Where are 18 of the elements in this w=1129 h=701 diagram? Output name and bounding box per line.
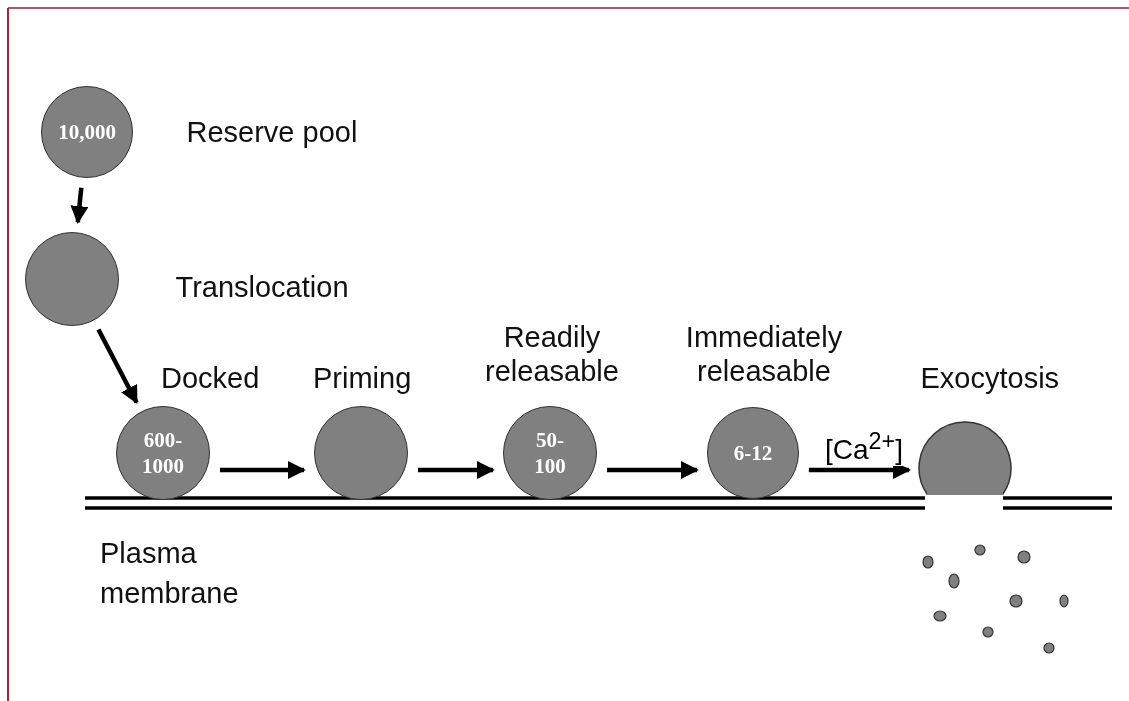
arrow bbox=[220, 461, 306, 479]
vesicle-count: 6-12 bbox=[733, 440, 773, 466]
arrow bbox=[607, 461, 699, 479]
stage-caption: Readily releasable bbox=[484, 320, 620, 388]
vesicle-count: 10,000 bbox=[58, 119, 116, 145]
vesicle-count: 600- 1000 bbox=[141, 427, 185, 479]
stage-caption: Priming bbox=[313, 361, 412, 395]
stage-caption: Exocytosis bbox=[920, 361, 1060, 395]
membrane-label: Plasma membrane bbox=[100, 536, 240, 611]
stage-caption: Docked bbox=[161, 361, 260, 395]
fusing-vesicle bbox=[917, 420, 1013, 496]
arrow bbox=[96, 328, 139, 405]
arrow bbox=[70, 187, 89, 225]
stage-caption: Immediately releasable bbox=[684, 320, 844, 388]
stage-caption: Translocation bbox=[175, 270, 349, 304]
arrow bbox=[418, 461, 495, 479]
stage-caption: Reserve pool bbox=[186, 115, 358, 149]
vesicle-count: 50- 100 bbox=[533, 427, 567, 479]
